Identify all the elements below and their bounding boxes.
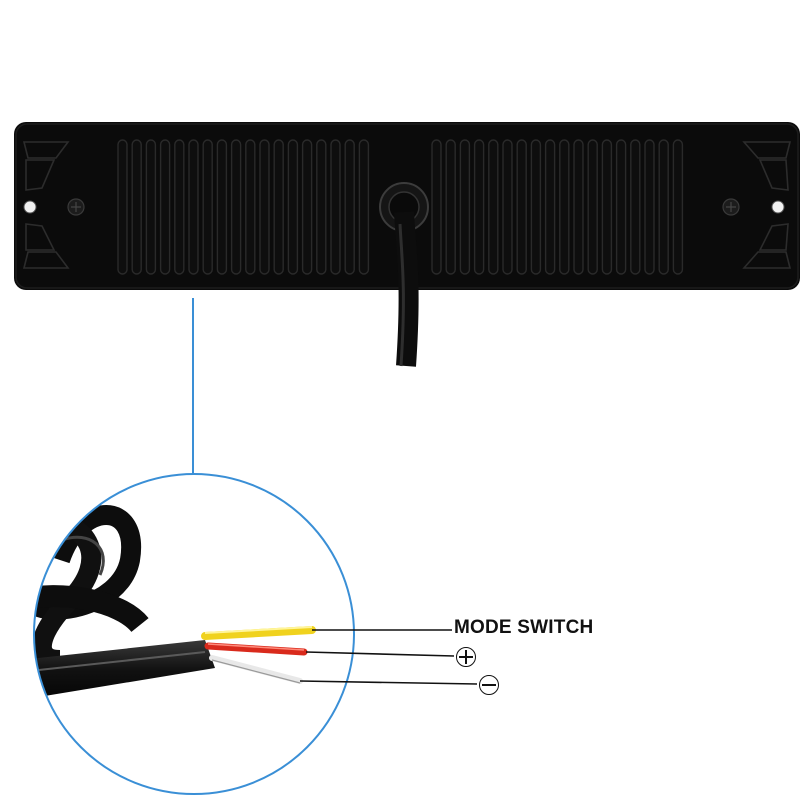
cooling-fin	[615, 139, 627, 275]
cooling-fin	[516, 139, 527, 275]
cooling-fin	[573, 139, 584, 275]
cooling-fin	[344, 139, 355, 275]
negative-leader	[299, 680, 478, 685]
cooling-fin	[316, 139, 327, 275]
power-cable	[394, 211, 419, 367]
cooling-fin	[658, 139, 669, 275]
white-wire	[209, 655, 303, 684]
cooling-fin	[445, 139, 456, 275]
red-wire	[204, 642, 308, 656]
cooling-fin	[488, 139, 499, 275]
screw-right	[722, 198, 740, 216]
screw-left	[67, 198, 85, 216]
cooling-fin	[431, 139, 442, 275]
cooling-fins-left	[117, 139, 370, 275]
cooling-fin	[202, 139, 213, 275]
cooling-fin	[473, 139, 485, 275]
mount-bracket-left	[22, 141, 70, 269]
zoom-detail	[34, 474, 354, 794]
cooling-fin	[259, 139, 270, 275]
mode-switch-label: MODE SWITCH	[454, 617, 594, 638]
zoom-circle-outline	[33, 473, 355, 795]
cooling-fin	[301, 139, 313, 275]
cooling-fin	[502, 139, 513, 275]
cooling-fin	[630, 139, 641, 275]
mount-hole-left	[23, 200, 37, 214]
negative-symbol	[479, 675, 499, 695]
cooling-fin	[587, 139, 598, 275]
cooling-fin	[644, 139, 655, 275]
cooling-fin	[216, 139, 228, 275]
cooling-fin	[145, 139, 157, 275]
cooling-fin	[174, 139, 185, 275]
cooling-fin	[459, 139, 471, 275]
cooling-fin	[188, 139, 199, 275]
cooling-fin	[131, 139, 142, 275]
cooling-fin	[559, 139, 570, 275]
yellow-wire	[201, 626, 316, 640]
cooling-fin	[245, 139, 256, 275]
cooling-fin	[273, 139, 284, 275]
positive-leader	[305, 651, 455, 657]
cooling-fin	[287, 139, 299, 275]
mount-bracket-right	[742, 141, 792, 269]
mount-hole-right	[771, 200, 785, 214]
cooling-fin	[117, 139, 128, 275]
cooling-fin	[544, 139, 556, 275]
cooling-fin	[672, 139, 684, 275]
positive-symbol	[456, 647, 476, 667]
cooling-fin	[601, 139, 613, 275]
cooling-fin	[230, 139, 242, 275]
cooling-fin	[159, 139, 171, 275]
cooling-fins-right	[431, 139, 684, 275]
cooling-fin	[330, 139, 341, 275]
cooling-fin	[530, 139, 542, 275]
cooling-fin	[358, 139, 370, 275]
